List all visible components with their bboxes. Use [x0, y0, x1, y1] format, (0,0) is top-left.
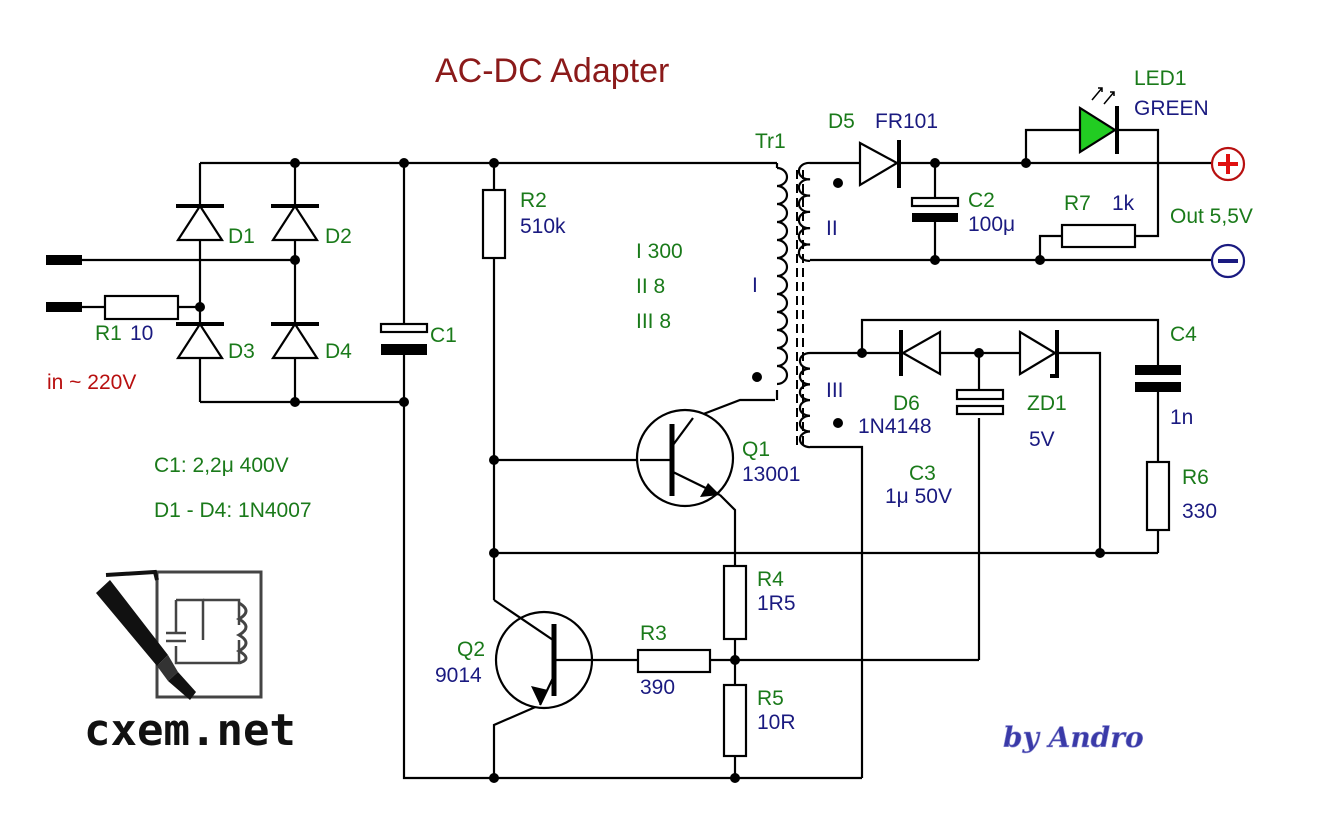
- resistor-r1: [103, 294, 180, 321]
- resistor-r2: [481, 188, 507, 260]
- label-c1: C1: [430, 324, 457, 347]
- note-diode-spec: D1 - D4: 1N4007: [154, 499, 312, 522]
- transistor-q1: [635, 408, 735, 508]
- label-c4: C4: [1170, 323, 1197, 346]
- label-c4-value: 1n: [1170, 406, 1193, 429]
- label-tr1: Tr1: [755, 130, 786, 153]
- resistor-r7: [1060, 223, 1137, 249]
- diode-d5: [858, 140, 901, 188]
- resistor-r4: [722, 564, 748, 641]
- label-output-voltage: Out 5,5V: [1170, 205, 1253, 228]
- label-c2-value: 100μ: [968, 213, 1015, 236]
- junction-dots: [195, 158, 1105, 783]
- capacitor-c1: [379, 322, 429, 355]
- diode-d6: [899, 330, 942, 376]
- input-terminals: [46, 255, 82, 312]
- diode-d4: [270, 321, 320, 360]
- label-r2: R2: [520, 189, 547, 212]
- zener-zd1: [1018, 330, 1059, 378]
- label-r1: R1: [95, 322, 122, 345]
- led1-green: [1078, 87, 1119, 154]
- label-c2: C2: [968, 189, 995, 212]
- label-d6-value: 1N4148: [858, 415, 932, 438]
- label-d2: D2: [325, 225, 352, 248]
- label-r3-value: 390: [640, 676, 675, 699]
- label-c3: C3: [909, 462, 936, 485]
- label-zd1: ZD1: [1027, 392, 1067, 415]
- output-plus-terminal: [1210, 146, 1246, 182]
- logo-text: cxem.net: [84, 705, 296, 756]
- capacitor-c2: [910, 196, 960, 222]
- diode-d3: [175, 321, 225, 360]
- label-d5: D5: [828, 110, 855, 133]
- winding-spec-i: I 300: [636, 240, 683, 263]
- author-signature: by Andro: [1003, 721, 1144, 754]
- label-winding-ii: II: [826, 217, 838, 240]
- diode-d1: [175, 203, 225, 242]
- diagram-title: AC-DC Adapter: [435, 52, 669, 90]
- label-q2: Q2: [457, 638, 485, 661]
- label-q1: Q1: [742, 438, 770, 461]
- label-r6: R6: [1182, 466, 1209, 489]
- label-r4: R4: [757, 568, 784, 591]
- label-led1: LED1: [1134, 67, 1187, 90]
- label-winding-i: I: [752, 274, 758, 297]
- label-r2-value: 510k: [520, 215, 566, 238]
- label-r7-value: 1k: [1112, 192, 1135, 215]
- label-d1: D1: [228, 225, 255, 248]
- transistor-q2: [493, 599, 594, 710]
- label-r5-value: 10R: [757, 711, 796, 734]
- note-c1-spec: C1: 2,2μ 400V: [154, 454, 289, 477]
- wires: [80, 128, 1240, 780]
- cxem-logo: cxem.net: [84, 569, 296, 756]
- capacitor-c3: [955, 388, 1005, 416]
- label-d3: D3: [228, 340, 255, 363]
- diode-d2: [270, 203, 320, 242]
- label-d6: D6: [893, 392, 920, 415]
- transformer-tr1: [776, 161, 811, 449]
- label-winding-iii: III: [826, 379, 844, 402]
- label-r1-value: 10: [130, 322, 153, 345]
- resistor-r3: [636, 648, 712, 674]
- label-r6-value: 330: [1182, 500, 1217, 523]
- label-r4-value: 1R5: [757, 592, 796, 615]
- winding-spec-iii: III 8: [636, 310, 671, 333]
- label-zd1-value: 5V: [1029, 428, 1055, 451]
- resistor-r5: [722, 683, 748, 758]
- label-d4: D4: [325, 340, 352, 363]
- label-input-voltage: in ~ 220V: [47, 371, 136, 394]
- label-r3: R3: [640, 622, 667, 645]
- label-r7: R7: [1064, 192, 1091, 215]
- label-q2-value: 9014: [435, 664, 482, 687]
- capacitor-c4: [1135, 365, 1181, 392]
- label-q1-value: 13001: [742, 463, 800, 486]
- label-d5-value: FR101: [875, 110, 938, 133]
- label-led1-color: GREEN: [1134, 97, 1209, 120]
- label-r5: R5: [757, 687, 784, 710]
- output-minus-terminal: [1210, 243, 1246, 279]
- winding-spec-ii: II 8: [636, 275, 665, 298]
- label-c3-value: 1μ 50V: [885, 485, 952, 508]
- resistor-r6: [1145, 460, 1171, 532]
